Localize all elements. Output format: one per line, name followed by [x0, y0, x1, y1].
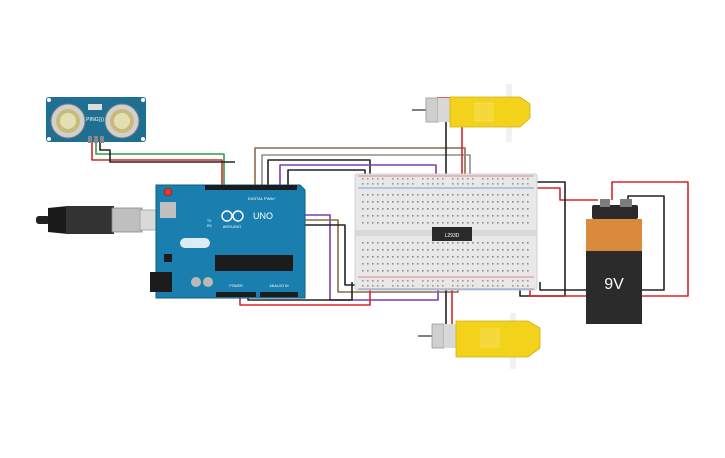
power-jack: [150, 272, 172, 292]
wire-sensor-trig[interactable]: [95, 142, 225, 188]
dc-motor-bottom[interactable]: [418, 313, 541, 369]
transducer-left: [50, 103, 86, 139]
wire-battery-black[interactable]: [539, 195, 665, 291]
arduino-logo: [221, 210, 244, 222]
power-label: POWER: [229, 284, 243, 288]
sensor-label: PING))): [86, 117, 104, 123]
wire-battery-red[interactable]: [529, 181, 689, 297]
transducer-right: [104, 103, 140, 139]
power-header: [216, 292, 298, 297]
battery-label: 9V: [604, 276, 624, 293]
digital-header: [205, 185, 297, 190]
model-label: UNO: [253, 211, 273, 221]
breadboard-holes: [358, 175, 534, 290]
driver-label: L293D: [445, 233, 460, 239]
battery-9v[interactable]: 9V: [586, 199, 642, 324]
wire-pin-black-top[interactable]: [267, 159, 371, 188]
tx-label: TX: [207, 219, 212, 223]
wire-sensor-vcc[interactable]: [91, 142, 223, 190]
wire-pin-gray[interactable]: [261, 154, 471, 188]
motor-driver-chip[interactable]: L293D: [432, 227, 472, 241]
dc-motor-top[interactable]: [412, 84, 531, 142]
wire-sensor-echo[interactable]: [99, 142, 235, 163]
digital-label: DIGITAL PWM~: [248, 196, 277, 201]
ultrasonic-sensor[interactable]: PING))): [46, 97, 146, 143]
breadboard[interactable]: L293D: [354, 173, 538, 291]
atmega-chip: [215, 255, 293, 271]
analog-label: ANALOG IN: [269, 284, 289, 288]
sensor-pins: [88, 136, 104, 143]
wire-motor1-black[interactable]: [437, 117, 447, 180]
wire-rail-red-right[interactable]: [530, 187, 598, 201]
arduino-uno-board[interactable]: DIGITAL PWM~ ARDUINO UNO TX RX POWER ANA…: [150, 184, 306, 299]
reset-button[interactable]: [163, 187, 173, 197]
usb-cable[interactable]: [36, 206, 161, 234]
brand-label: ARDUINO: [223, 224, 241, 229]
rx-label: RX: [207, 224, 213, 228]
wire-pin-brown-a[interactable]: [254, 147, 466, 188]
